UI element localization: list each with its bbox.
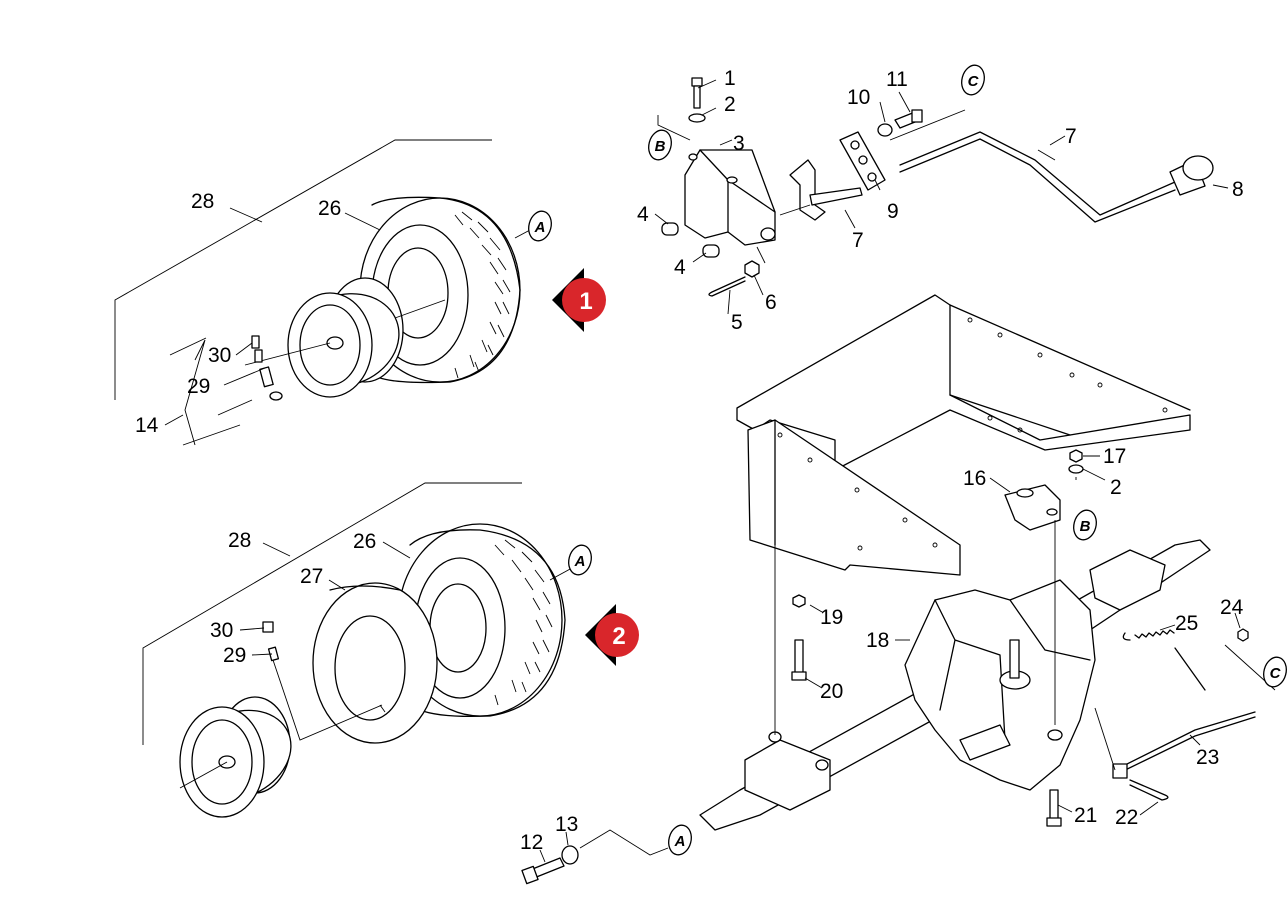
part-label: 28 xyxy=(191,190,214,213)
part-label: 29 xyxy=(187,375,210,398)
svg-text:B: B xyxy=(1080,518,1091,535)
rim-top xyxy=(244,277,446,398)
part-label: 10 xyxy=(847,86,870,109)
svg-text:B: B xyxy=(655,138,666,155)
part-label: 7 xyxy=(1065,125,1077,148)
svg-text:2: 2 xyxy=(612,623,625,650)
callout-c-rod: C xyxy=(1263,656,1287,688)
svg-text:C: C xyxy=(1270,665,1282,682)
svg-text:A: A xyxy=(674,833,686,850)
part-label: 6 xyxy=(765,291,777,314)
callout-a-wheel2: A xyxy=(568,544,592,576)
svg-text:A: A xyxy=(574,553,586,570)
part-label: 4 xyxy=(674,256,686,279)
part-label: 3 xyxy=(733,132,745,155)
wheel-assembly-2 xyxy=(142,482,566,818)
valve-parts-top xyxy=(251,335,283,401)
part-number-labels: 1 2 3 4 4 5 6 7 7 8 9 10 11 28 26 30 29 … xyxy=(135,67,1244,854)
part-label: 16 xyxy=(963,467,986,490)
part-label: 29 xyxy=(223,644,246,667)
part-label: 13 xyxy=(555,813,578,836)
part-label: 30 xyxy=(208,344,231,367)
linkage-assembly xyxy=(657,77,1214,297)
step-marker-2: 2 xyxy=(585,604,639,666)
callout-c-top: C xyxy=(961,64,985,96)
part-label: 27 xyxy=(300,565,323,588)
part-label: 20 xyxy=(820,680,843,703)
part-label: 28 xyxy=(228,529,251,552)
part-label: 5 xyxy=(731,311,743,334)
svg-text:A: A xyxy=(534,219,546,236)
callout-b-top: B xyxy=(648,129,672,161)
part-label: 4 xyxy=(637,203,649,226)
svg-text:1: 1 xyxy=(579,288,592,315)
part-label: 2 xyxy=(724,93,736,116)
callout-a-bottom: A xyxy=(668,824,692,856)
part-label: 9 xyxy=(887,200,899,223)
part-label: 12 xyxy=(520,831,543,854)
part-label: 19 xyxy=(820,606,843,629)
valve-parts-bottom xyxy=(262,621,383,741)
step-marker-1: 1 xyxy=(552,268,606,332)
part-label: 26 xyxy=(353,530,376,553)
part-label: 14 xyxy=(135,414,159,437)
part-label: 1 xyxy=(724,67,736,90)
part-label: 23 xyxy=(1196,746,1219,769)
part-label: 17 xyxy=(1103,445,1126,468)
part-label: 8 xyxy=(1232,178,1244,201)
part-label: 11 xyxy=(886,68,908,91)
part-label: 22 xyxy=(1115,806,1138,829)
part-label: 2 xyxy=(1110,476,1122,499)
frame-assembly xyxy=(736,294,1191,576)
rim-bottom xyxy=(179,696,292,818)
part-label: 7 xyxy=(852,229,864,252)
leader-lines xyxy=(164,79,1241,863)
wheel-assembly-1 xyxy=(114,139,521,446)
transaxle-assembly xyxy=(521,449,1276,885)
tube-27 xyxy=(312,582,438,744)
part-label: 26 xyxy=(318,197,341,220)
part-label: 25 xyxy=(1175,612,1198,635)
callout-a-wheel1: A xyxy=(528,210,552,242)
part-label: 21 xyxy=(1074,804,1097,827)
part-label: 24 xyxy=(1220,596,1244,619)
part-label: 30 xyxy=(210,619,233,642)
callout-b-bracket: B xyxy=(1073,509,1097,541)
svg-text:C: C xyxy=(968,73,980,90)
part-label: 18 xyxy=(866,629,889,652)
